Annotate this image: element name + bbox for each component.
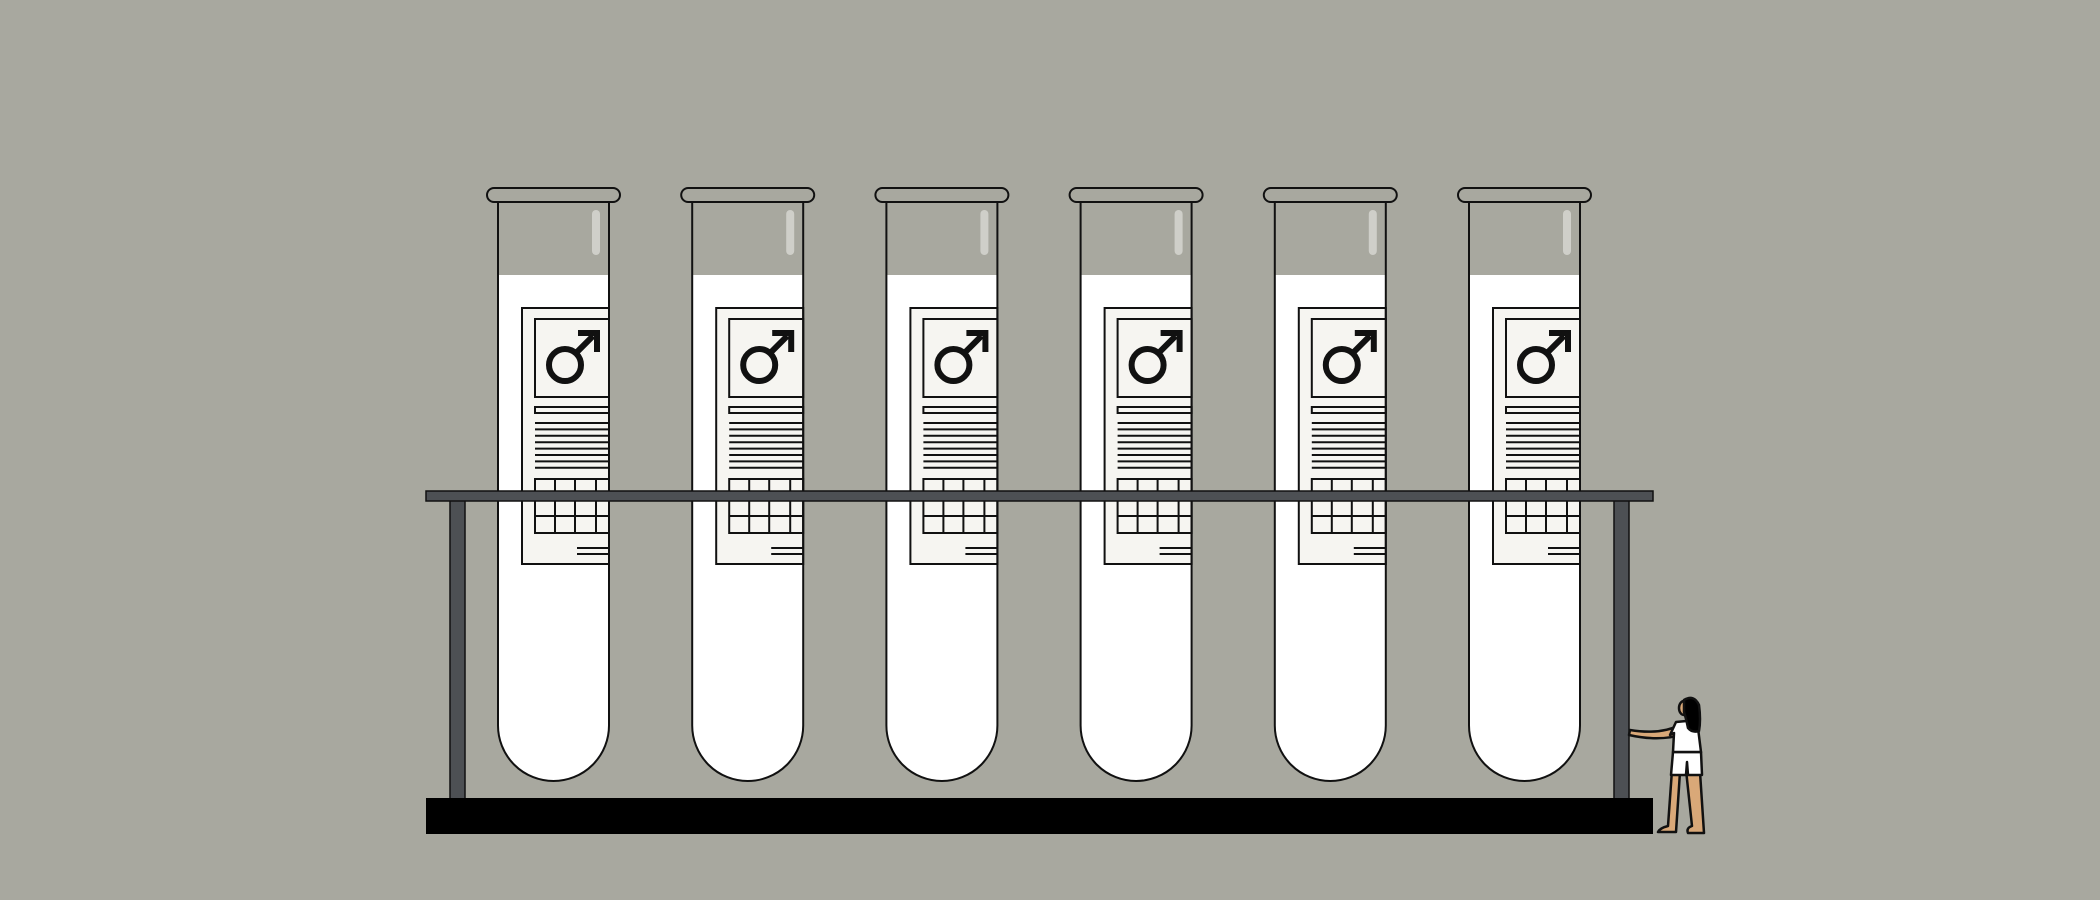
male-symbol-circle bbox=[546, 346, 584, 384]
rack-leg-right bbox=[1613, 495, 1630, 801]
tube-glass bbox=[885, 200, 999, 782]
male-symbol-circle bbox=[1517, 346, 1555, 384]
test-tube bbox=[1068, 187, 1204, 782]
male-symbol-arrow-shaft bbox=[1544, 333, 1567, 356]
tube-rim bbox=[1068, 187, 1204, 203]
tube-label bbox=[1297, 307, 1387, 565]
person-leg-left bbox=[1656, 768, 1682, 834]
tube-highlight bbox=[1563, 210, 1571, 255]
tube-highlight bbox=[786, 210, 795, 255]
male-symbol-icon bbox=[740, 330, 795, 384]
male-symbol-icon bbox=[546, 330, 600, 384]
male-symbol-arrow-head bbox=[1354, 330, 1377, 352]
tube-glass bbox=[1079, 200, 1193, 782]
male-symbol-arrow-head bbox=[578, 330, 600, 352]
test-tube bbox=[874, 187, 1010, 782]
male-symbol-arrow-shaft bbox=[1156, 333, 1178, 356]
tube-glass bbox=[497, 200, 610, 782]
male-symbol-icon bbox=[1322, 330, 1377, 384]
person-figure bbox=[1627, 696, 1706, 835]
test-tube bbox=[680, 187, 816, 782]
male-symbol-arrow-shaft bbox=[768, 333, 790, 356]
male-symbol-arrow-head bbox=[1549, 330, 1571, 352]
tube-label bbox=[1492, 307, 1581, 565]
tube-highlight bbox=[1174, 210, 1183, 255]
tube-rim bbox=[680, 187, 816, 203]
male-symbol-arrow-shaft bbox=[573, 333, 596, 356]
tube-highlight bbox=[1368, 210, 1377, 255]
rack-leg-left bbox=[449, 495, 466, 801]
test-tube bbox=[486, 187, 621, 782]
tube-label bbox=[715, 307, 805, 565]
tube-label bbox=[521, 307, 610, 565]
male-symbol-arrow-head bbox=[772, 330, 795, 352]
tube-label bbox=[1103, 307, 1193, 565]
male-symbol-arrow-shaft bbox=[962, 333, 984, 356]
male-symbol-icon bbox=[934, 330, 989, 384]
male-symbol-icon bbox=[1128, 330, 1183, 384]
male-symbol-circle bbox=[934, 346, 973, 384]
tube-rim bbox=[1262, 187, 1398, 203]
male-symbol-circle bbox=[1322, 346, 1361, 384]
tube-rim bbox=[486, 187, 621, 203]
tube-highlight bbox=[980, 210, 989, 255]
rack bbox=[425, 490, 1654, 834]
rack-crossbar bbox=[425, 490, 1654, 502]
test-tube bbox=[1262, 187, 1398, 782]
label-symbol-box bbox=[728, 318, 805, 398]
male-symbol-arrow-shaft bbox=[1350, 333, 1372, 356]
test-tube bbox=[1457, 187, 1592, 782]
male-symbol-arrow-head bbox=[966, 330, 989, 352]
tube-label bbox=[909, 307, 999, 565]
tube-rim bbox=[874, 187, 1010, 203]
tube-glass bbox=[1273, 200, 1387, 782]
tube-glass bbox=[691, 200, 805, 782]
rack-base bbox=[426, 798, 1653, 834]
tube-rim bbox=[1457, 187, 1592, 203]
male-symbol-circle bbox=[740, 346, 779, 384]
person-hair bbox=[1682, 696, 1702, 733]
person-leg-right bbox=[1684, 768, 1706, 835]
person-shorts bbox=[1669, 750, 1704, 777]
male-symbol-arrow-head bbox=[1160, 330, 1183, 352]
male-symbol-circle bbox=[1128, 346, 1167, 384]
test-tubes bbox=[486, 187, 1592, 782]
tube-highlight bbox=[592, 210, 600, 255]
male-symbol-icon bbox=[1517, 330, 1571, 384]
tube-glass bbox=[1468, 200, 1581, 782]
